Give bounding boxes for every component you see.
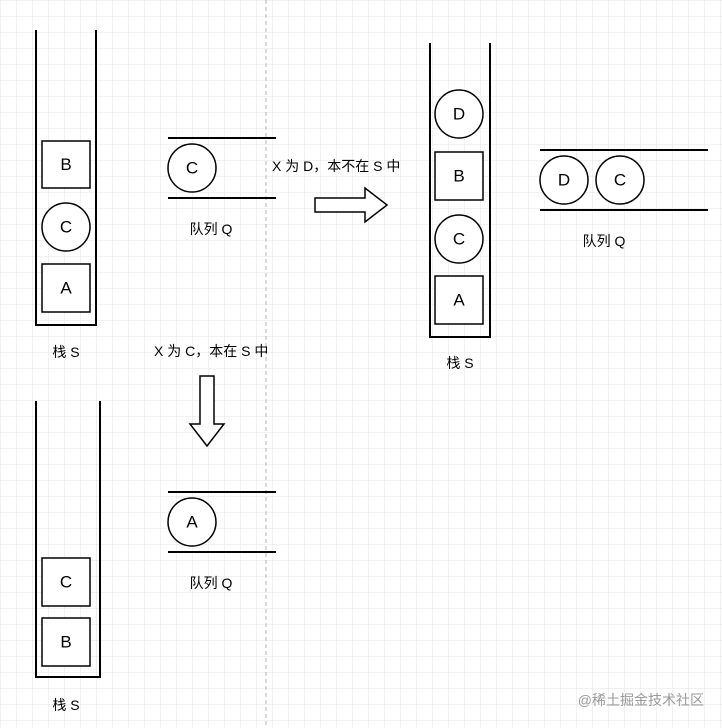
watermark: @稀土掘金技术社区 (578, 692, 704, 708)
stack-item-circle: C (434, 214, 484, 264)
stack-item-label: B (453, 167, 464, 186)
queue-item-label: C (186, 159, 198, 178)
stack-label: 栈 S (52, 344, 79, 360)
queue-label: 队列 Q (583, 233, 626, 249)
queue-item-label: A (186, 513, 198, 532)
stack-item-label: A (60, 279, 72, 298)
stack-container (35, 401, 101, 678)
stack-item-label: C (60, 218, 72, 237)
queue-item-circle: A (167, 497, 217, 547)
queue-label: 队列 Q (190, 221, 233, 237)
arrow-down-icon (188, 375, 226, 448)
stack-item-square: B (41, 140, 91, 189)
arrow-right-icon (314, 186, 389, 224)
stack-container (35, 30, 97, 326)
stack-label: 栈 S (52, 697, 79, 713)
transition-down-label: X 为 C，本在 S 中 (154, 343, 268, 359)
stack-item-square: A (434, 275, 484, 325)
stack-item-label: C (453, 230, 465, 249)
stack-item-square: B (41, 617, 91, 667)
queue-label: 队列 Q (190, 575, 233, 591)
stack-label: 栈 S (446, 355, 473, 371)
stack-container (429, 43, 491, 338)
queue-item-circle: C (167, 143, 217, 193)
stack-item-label: C (60, 573, 72, 592)
queue-item-circle: D (539, 155, 589, 205)
queue-top-left: C 队列 Q (167, 137, 276, 237)
stack-item-square: C (41, 557, 91, 607)
stack-item-label: B (60, 155, 71, 174)
stack-item-circle: C (41, 202, 91, 252)
stack-top-right: D B C A 栈 S (429, 43, 491, 371)
stack-item-label: D (453, 105, 465, 124)
stack-top-left: B C A 栈 S (35, 30, 97, 360)
queue-bottom-left: A 队列 Q (167, 491, 276, 591)
stack-item-square: A (41, 263, 91, 313)
transition-right-label: X 为 D，本不在 S 中 (272, 158, 400, 174)
queue-item-label: D (558, 171, 570, 190)
stack-item-label: A (453, 291, 465, 310)
queue-item-circle: C (595, 155, 645, 205)
queue-top-right: D C 队列 Q (539, 149, 708, 249)
queue-item-label: C (614, 171, 626, 190)
stack-item-square: B (434, 151, 484, 201)
stack-item-circle: D (434, 89, 484, 139)
stack-bottom-left: C B 栈 S (35, 401, 101, 713)
stack-item-label: B (60, 633, 71, 652)
